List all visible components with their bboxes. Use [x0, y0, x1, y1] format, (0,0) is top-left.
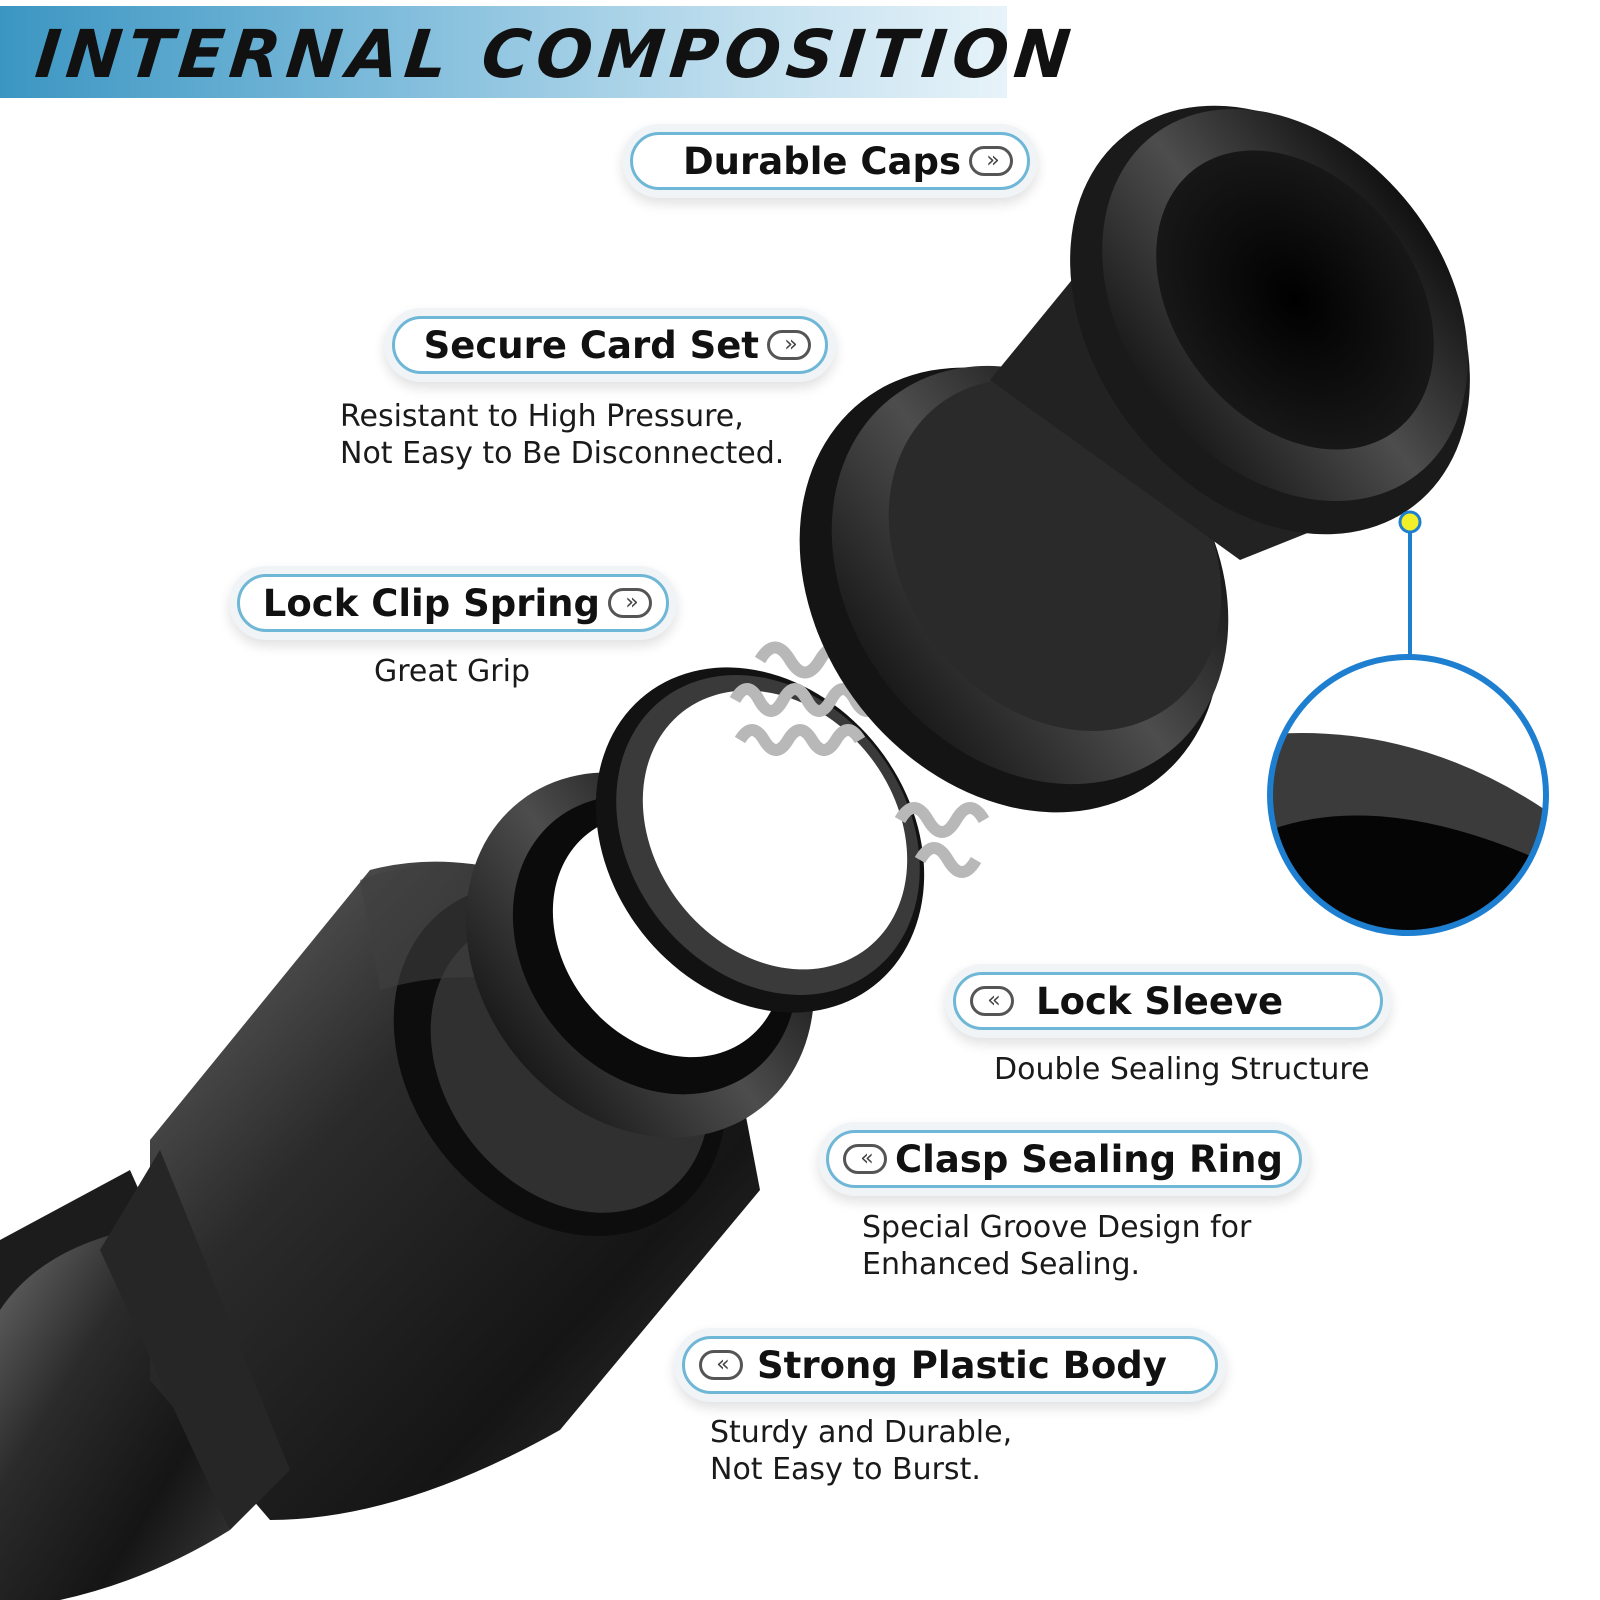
- lock-sleeve-part: [595, 667, 925, 1013]
- chevrons-left-icon: «: [970, 986, 1014, 1016]
- strong-plastic-body-label: Strong Plastic Body: [757, 1343, 1167, 1387]
- lock-clip-spring-label: Lock Clip Spring: [262, 581, 600, 625]
- clasp-sealing-ring-desc-1: Special Groove Design for: [862, 1210, 1252, 1245]
- lock-sleeve-label: Lock Sleeve: [1036, 979, 1284, 1023]
- zoom-callout: [1267, 510, 1549, 936]
- lock-sleeve-pill: « Lock Sleeve: [953, 972, 1383, 1030]
- durable-caps-part: [990, 105, 1470, 560]
- strong-plastic-body-desc-2: Not Easy to Burst.: [710, 1452, 981, 1487]
- strong-plastic-body-pill: « Strong Plastic Body: [682, 1336, 1218, 1394]
- clasp-sealing-ring-label: Clasp Sealing Ring: [895, 1137, 1283, 1181]
- secure-card-set-desc-1: Resistant to High Pressure,: [340, 399, 744, 434]
- chevrons-left-icon: «: [843, 1144, 887, 1174]
- clasp-sealing-ring-pill: « Clasp Sealing Ring: [826, 1130, 1302, 1188]
- chevrons-right-icon: »: [969, 146, 1013, 176]
- secure-card-set-desc-2: Not Easy to Be Disconnected.: [340, 436, 785, 471]
- lock-clip-spring-pill: Lock Clip Spring »: [237, 574, 669, 632]
- chevrons-left-icon: «: [699, 1350, 743, 1380]
- lock-clip-spring-desc: Great Grip: [374, 654, 531, 689]
- secure-card-set-label: Secure Card Set: [423, 323, 759, 367]
- durable-caps-pill: Durable Caps »: [630, 132, 1030, 190]
- clasp-sealing-ring-desc-2: Enhanced Sealing.: [862, 1247, 1141, 1282]
- lock-sleeve-desc: Double Sealing Structure: [994, 1052, 1370, 1087]
- chevrons-right-icon: »: [608, 588, 652, 618]
- strong-plastic-body-desc-1: Sturdy and Durable,: [710, 1415, 1013, 1450]
- secure-card-set-pill: Secure Card Set »: [392, 316, 828, 374]
- chevrons-right-icon: »: [767, 330, 811, 360]
- title-banner: INTERNAL COMPOSITION: [0, 6, 1080, 98]
- durable-caps-label: Durable Caps: [682, 139, 961, 183]
